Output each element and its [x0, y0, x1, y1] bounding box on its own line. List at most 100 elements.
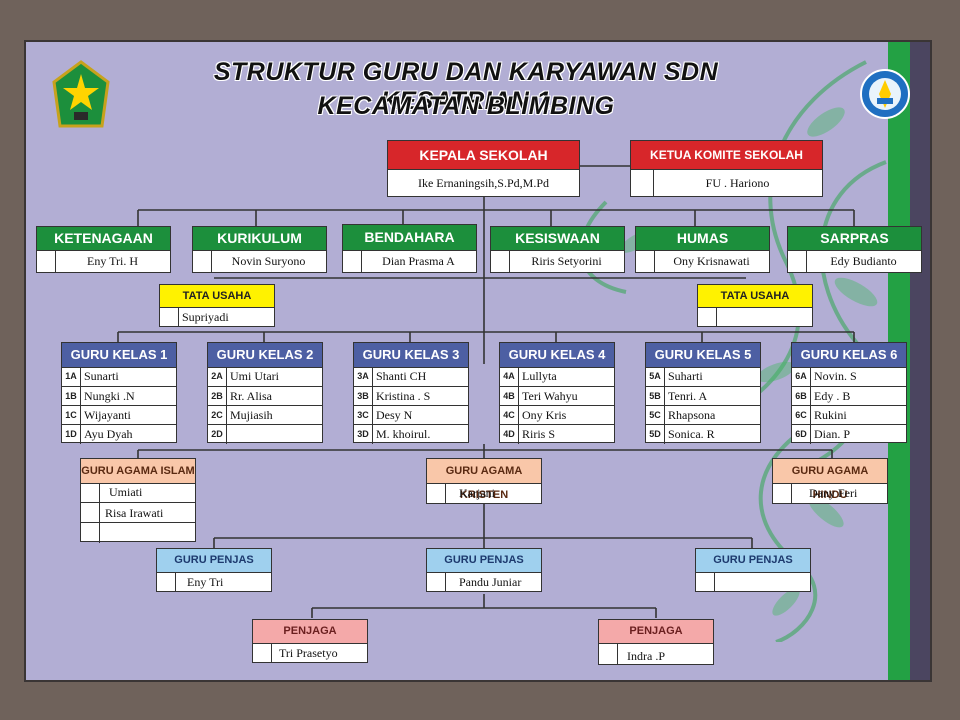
class-teacher: Desy N	[376, 408, 413, 422]
tata-usaha-name: Supriyadi	[182, 310, 229, 324]
guru-agama-label: GURU AGAMA KRISTEN	[427, 459, 541, 501]
unit-label: KETENAGAAN	[37, 227, 170, 251]
unit-sarpras: SARPRAS Edy Budianto	[787, 226, 922, 273]
chart-title-line1: STRUKTUR GURU DAN KARYAWAN SDN KESATRIAN…	[213, 58, 719, 115]
class-teacher: Mujiasih	[230, 408, 273, 422]
class-teacher: Wijayanti	[84, 408, 131, 422]
class-teacher: Tenri. A	[668, 389, 708, 403]
komite-label: KETUA KOMITE SEKOLAH	[631, 141, 822, 170]
class-code: 2D	[208, 425, 227, 444]
tut-wuri-handayani-icon	[860, 69, 910, 119]
class-teacher: Rhapsona	[668, 408, 716, 422]
komite-name: FU . Hariono	[705, 176, 770, 190]
class-code: 2A	[208, 367, 227, 386]
guru-penjas-box: GURU PENJAS	[695, 548, 811, 592]
guru-kelas-label: GURU KELAS 6	[792, 343, 906, 368]
unit-name: Edy Budianto	[830, 254, 897, 268]
unit-label: BENDAHARA	[343, 225, 476, 251]
unit-label: KESISWAAN	[491, 227, 624, 251]
class-code: 5B	[646, 387, 665, 406]
penjaga-box: PENJAGA Tri Prasetyo	[252, 619, 368, 663]
guru-agama-name: Karjani	[459, 486, 495, 500]
class-teacher: Rr. Alisa	[230, 389, 273, 403]
komite-box: KETUA KOMITE SEKOLAH FU . Hariono	[630, 140, 823, 197]
guru-penjas-label: GURU PENJAS	[696, 549, 810, 573]
class-teacher: Nungki .N	[84, 389, 135, 403]
guru-agama-islam-box: GURU AGAMA ISLAM Umiati Risa Irawati	[80, 458, 196, 543]
class-teacher: Lullyta	[522, 369, 557, 383]
class-code: 5C	[646, 406, 665, 425]
class-code: 6D	[792, 425, 811, 444]
class-teacher: Sonica. R	[668, 427, 715, 441]
unit-label: SARPRAS	[788, 227, 921, 251]
guru-agama-label: GURU AGAMA HINDU	[773, 459, 887, 501]
guru-penjas-label: GURU PENJAS	[427, 549, 541, 573]
penjaga-label: PENJAGA	[599, 620, 713, 644]
class-code: 5D	[646, 425, 665, 444]
class-teacher: Suharti	[668, 369, 703, 383]
guru-kelas-label: GURU KELAS 2	[208, 343, 322, 368]
class-code: 4A	[500, 367, 519, 386]
malang-emblem-icon	[52, 60, 110, 128]
penjaga-label: PENJAGA	[253, 620, 367, 644]
unit-name: Dian Prasma A	[382, 254, 455, 268]
guru-kelas-label: GURU KELAS 3	[354, 343, 468, 368]
class-code: 6B	[792, 387, 811, 406]
class-code: 1C	[62, 406, 81, 425]
unit-kurikulum: KURIKULUM Novin Suryono	[192, 226, 327, 273]
unit-ketenagaan: KETENAGAAN Eny Tri. H	[36, 226, 171, 273]
tata-usaha-right: TATA USAHA	[697, 284, 813, 327]
class-teacher: Shanti CH	[376, 369, 427, 383]
class-teacher: M. khoirul.	[376, 427, 431, 441]
kepala-sekolah-label: KEPALA SEKOLAH	[388, 141, 579, 170]
class-teacher: Dian. P	[814, 427, 850, 441]
class-teacher: Sunarti	[84, 369, 119, 383]
class-code: 1A	[62, 367, 81, 386]
connector-lines	[117, 165, 855, 618]
class-teacher: Umi Utari	[230, 369, 279, 383]
guru-agama-kristen-box: GURU AGAMA KRISTEN Karjani	[426, 458, 542, 504]
class-teacher: Ony Kris	[522, 408, 567, 422]
unit-name: Ony Krisnawati	[673, 254, 750, 268]
penjaga-name: Tri Prasetyo	[279, 646, 338, 660]
class-code: 3A	[354, 367, 373, 386]
unit-name: Eny Tri. H	[86, 254, 139, 268]
class-teacher: Ayu Dyah	[84, 427, 133, 441]
penjaga-box: PENJAGA Indra .P	[598, 619, 714, 665]
class-code: 2C	[208, 406, 227, 425]
chart-title-line2: KECAMATAN BLIMBING	[317, 92, 615, 120]
guru-kelas-label: GURU KELAS 1	[62, 343, 176, 368]
class-code: 4B	[500, 387, 519, 406]
class-code: 3B	[354, 387, 373, 406]
class-code: 2B	[208, 387, 227, 406]
unit-label: HUMAS	[636, 227, 769, 251]
tata-usaha-label: TATA USAHA	[160, 285, 274, 308]
class-teacher: Edy . B	[814, 389, 851, 403]
class-code: 5A	[646, 367, 665, 386]
guru-agama-name: Umiati	[109, 485, 143, 499]
tata-usaha-label: TATA USAHA	[698, 285, 812, 308]
class-code: 4D	[500, 425, 519, 444]
class-teacher: Novin. S	[814, 369, 857, 383]
